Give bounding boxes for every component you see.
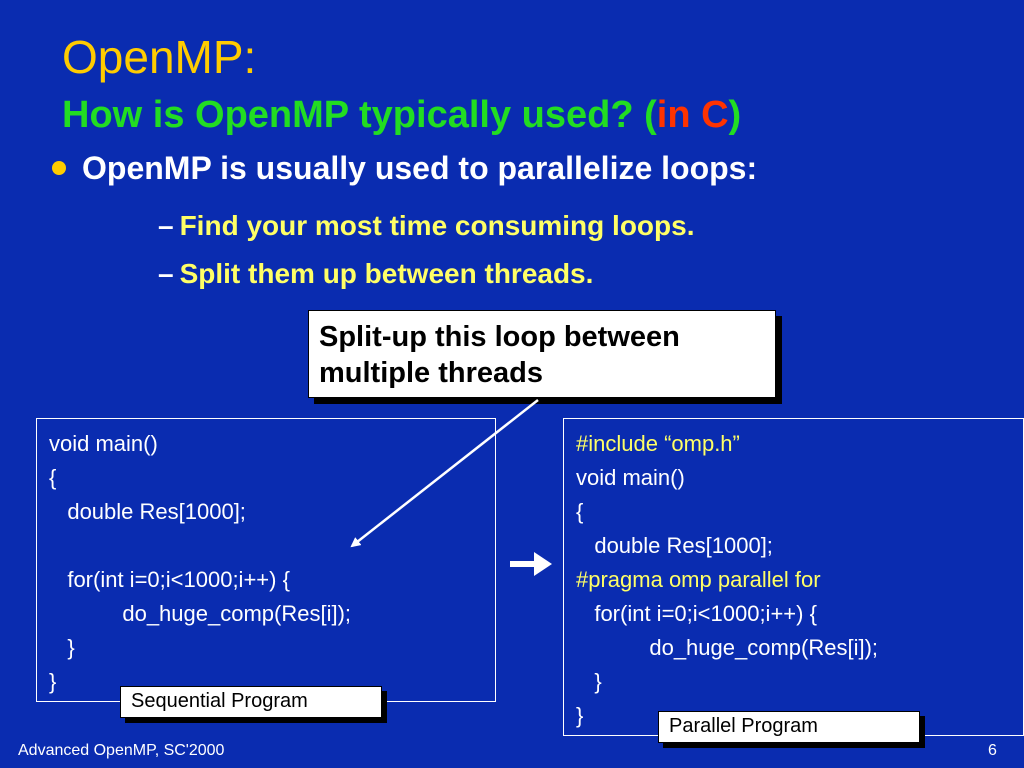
code-line: }: [576, 669, 602, 694]
sub-bullet-item: –Find your most time consuming loops.: [158, 210, 695, 242]
bullet-dot-icon: [52, 160, 66, 175]
slide-title: OpenMP:: [62, 31, 257, 83]
code-line: {: [576, 499, 584, 524]
code-line: }: [576, 703, 584, 728]
code-line: do_huge_comp(Res[i]);: [49, 601, 352, 626]
subtitle-accent: in C: [656, 94, 729, 136]
code-line: void main(): [576, 465, 685, 490]
code-line: for(int i=0;i<1000;i++) {: [49, 567, 290, 592]
parallel-code-box: #include “omp.h” void main() { double Res[…: [563, 418, 1024, 736]
callout-box: Split-up this loop between multiple thre…: [308, 310, 776, 398]
transform-arrow-icon: [510, 552, 552, 576]
code-line: [49, 529, 483, 563]
code-line-include: #include “omp.h”: [576, 431, 740, 456]
code-line: for(int i=0;i<1000;i++) {: [576, 601, 817, 626]
callout-line: multiple threads: [319, 357, 543, 389]
parallel-program-label: Parallel Program: [658, 711, 920, 743]
callout-line: Split-up this loop between: [319, 321, 680, 353]
slide-subtitle: How is OpenMP typically used? (in C): [62, 94, 741, 137]
sub-bullet-text: Split them up between threads.: [179, 258, 594, 289]
code-line: }: [49, 635, 75, 660]
code-line: void main(): [49, 431, 158, 456]
sub-bullet-text: Find your most time consuming loops.: [179, 210, 695, 241]
sub-bullet-item: –Split them up between threads.: [158, 258, 593, 290]
dash-marker: –: [158, 210, 174, 241]
footer-text: Advanced OpenMP, SC'2000: [18, 742, 225, 759]
code-line: {: [49, 465, 57, 490]
sequential-code-box: void main() { double Res[1000]; for(int i…: [36, 418, 496, 702]
code-line: }: [49, 669, 57, 694]
sequential-program-label: Sequential Program: [120, 686, 382, 718]
subtitle-main: How is OpenMP typically used? (: [62, 94, 657, 136]
code-line: double Res[1000];: [576, 533, 773, 558]
code-line: do_huge_comp(Res[i]);: [576, 635, 879, 660]
page-number: 6: [988, 742, 997, 759]
subtitle-close: ): [728, 94, 742, 136]
code-line-pragma: #pragma omp parallel for: [576, 567, 821, 592]
dash-marker: –: [158, 258, 174, 289]
bullet-item: OpenMP is usually used to parallelize lo…: [52, 150, 757, 187]
bullet-text: OpenMP is usually used to parallelize lo…: [82, 150, 758, 186]
code-line: double Res[1000];: [49, 499, 246, 524]
